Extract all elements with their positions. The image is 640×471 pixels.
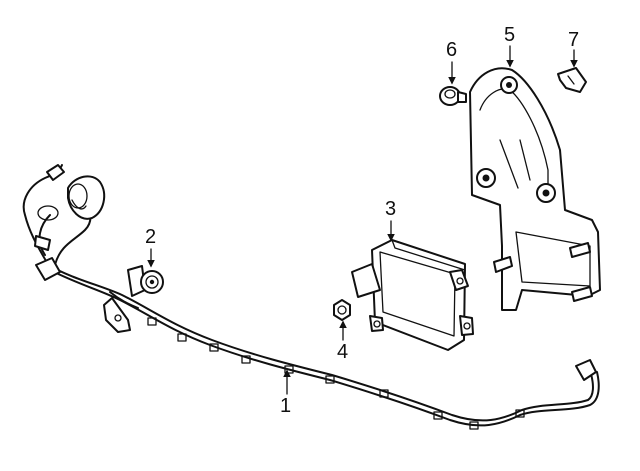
nut: [333, 299, 351, 321]
push-pin: [439, 86, 467, 106]
callout-label-5: 5: [504, 24, 515, 46]
callout-label-7: 7: [568, 29, 579, 51]
wiring-harness: [22, 164, 600, 430]
callout-label-6: 6: [446, 39, 457, 61]
callout-label-2: 2: [145, 226, 156, 248]
callout-label-4: 4: [337, 341, 348, 363]
callout-label-3: 3: [385, 198, 396, 220]
callout-label-1: 1: [280, 395, 291, 417]
callout-arrows: [147, 45, 578, 395]
clip: [557, 67, 587, 93]
control-module: [351, 239, 474, 351]
mounting-bracket: [469, 67, 601, 311]
sensor: [127, 265, 164, 297]
